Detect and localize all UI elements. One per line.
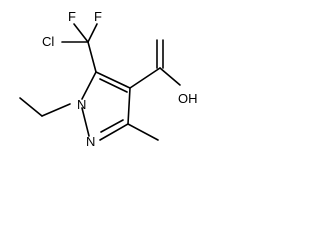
- bond-c5-c4-inner: [99, 78, 128, 93]
- bond-c4-carboxyl: [129, 67, 161, 89]
- bond-n2-c3: [99, 123, 129, 141]
- hydroxyl-label: OH: [178, 91, 198, 106]
- bond-c-f-left: [73, 23, 89, 43]
- bond-ch2-ch3: [19, 97, 43, 117]
- bond-c5-n1: [81, 71, 97, 100]
- bond-c-ring: [87, 41, 97, 73]
- bond-c3-methyl: [127, 123, 159, 141]
- bond-n1-ch2: [41, 103, 71, 117]
- bond-n2-c3-inner: [100, 119, 124, 133]
- bond-c-f-right: [87, 23, 98, 43]
- bond-c5-c4: [95, 71, 131, 89]
- nitrogen-2-label: N: [86, 134, 95, 149]
- chlorine-label: Cl: [42, 34, 54, 49]
- fluorine-left-label: F: [68, 9, 76, 24]
- bonds: [19, 23, 181, 141]
- atom-labels: Cl F F OH N N: [42, 9, 198, 149]
- fluorine-right-label: F: [94, 9, 102, 24]
- nitrogen-1-label: N: [77, 97, 86, 112]
- bond-c-oh: [159, 67, 181, 86]
- chemical-structure: Cl F F OH N N: [19, 9, 198, 149]
- bond-n1-n2: [81, 107, 90, 137]
- bond-c3-c4: [127, 87, 131, 125]
